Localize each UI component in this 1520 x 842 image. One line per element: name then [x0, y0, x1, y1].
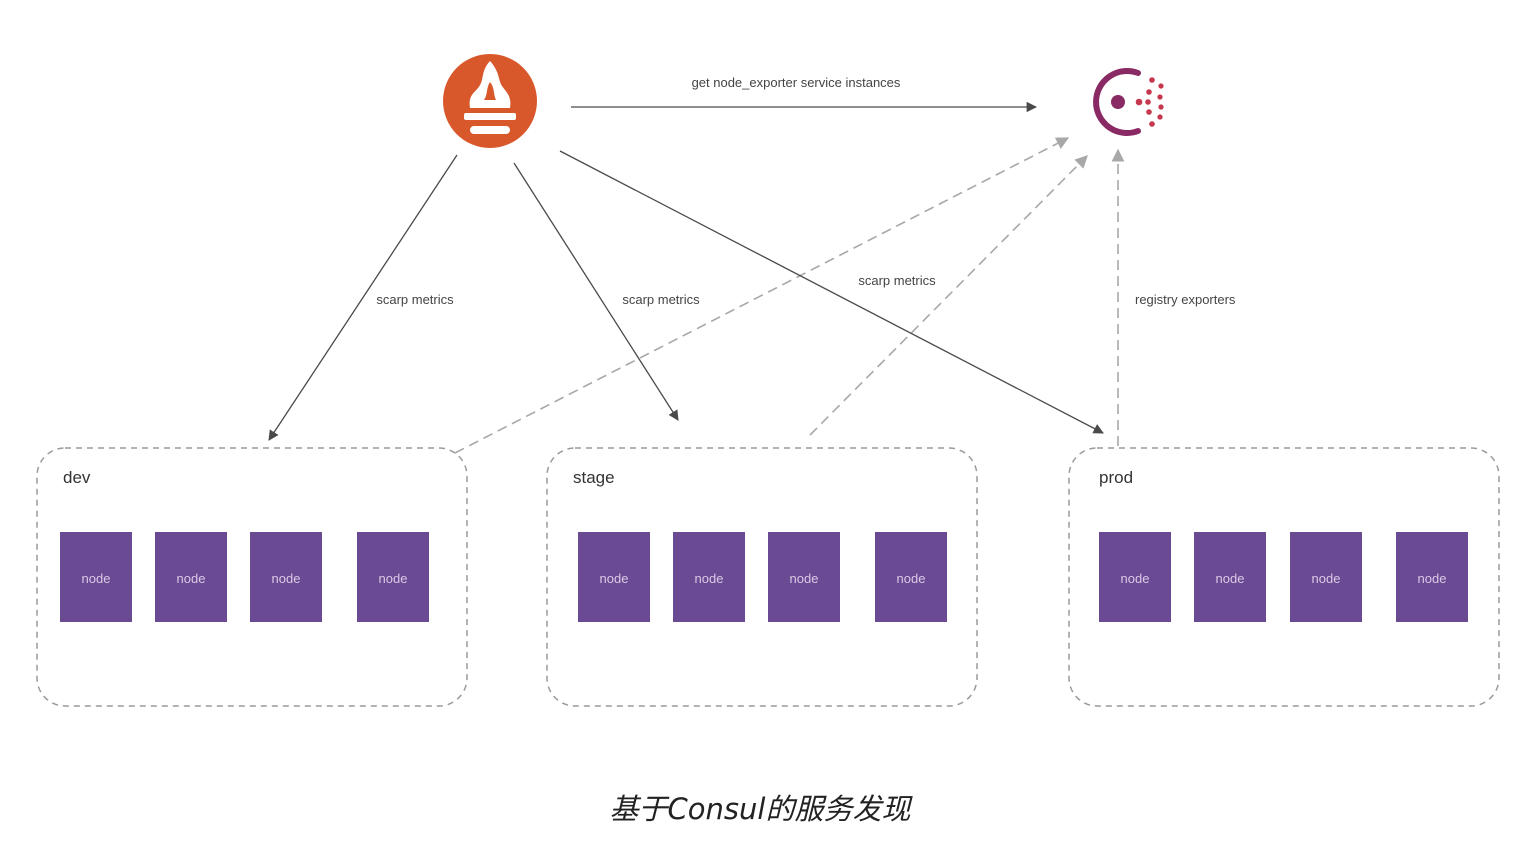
node-label: node	[1312, 571, 1341, 586]
node-box: node	[673, 532, 745, 622]
node-box: node	[578, 532, 650, 622]
node-box: node	[1099, 532, 1171, 622]
node-box: node	[60, 532, 132, 622]
node-box: node	[1396, 532, 1468, 622]
scrape-arrow-prod	[559, 150, 1104, 434]
node-label: node	[177, 571, 206, 586]
node-label: node	[695, 571, 724, 586]
scrape-arrow-dev	[268, 154, 458, 441]
edge-label-scrape-dev: scarp metrics	[376, 292, 454, 307]
node-label: node	[82, 571, 111, 586]
consul-service-discovery-diagram: dev node node node node stage node node …	[36, 54, 1500, 707]
registry-arrow-dev	[454, 137, 1070, 454]
node-label: node	[1418, 571, 1447, 586]
node-box: node	[1290, 532, 1362, 622]
env-label-stage: stage	[573, 468, 615, 487]
node-label: node	[379, 571, 408, 586]
env-box-stage: stage node node node node	[546, 447, 978, 707]
env-label-prod: prod	[1099, 468, 1133, 487]
node-label: node	[600, 571, 629, 586]
edge-label-registry: registry exporters	[1135, 292, 1236, 307]
node-label: node	[790, 571, 819, 586]
node-box: node	[155, 532, 227, 622]
prometheus-icon	[443, 54, 537, 148]
env-box-prod: prod node node node node	[1068, 447, 1500, 707]
node-label: node	[272, 571, 301, 586]
node-box: node	[768, 532, 840, 622]
node-box: node	[250, 532, 322, 622]
edge-label-get-instances: get node_exporter service instances	[692, 75, 901, 90]
node-label: node	[1121, 571, 1150, 586]
consul-icon	[1093, 68, 1164, 136]
env-label-dev: dev	[63, 468, 91, 487]
node-label: node	[897, 571, 926, 586]
env-box-dev: dev node node node node	[36, 447, 468, 707]
registry-arrow-stage	[809, 155, 1088, 436]
edge-label-scrape-prod: scarp metrics	[858, 273, 936, 288]
edge-label-scrape-stage: scarp metrics	[622, 292, 700, 307]
node-box: node	[875, 532, 947, 622]
node-box: node	[1194, 532, 1266, 622]
node-box: node	[357, 532, 429, 622]
scrape-arrow-stage	[513, 162, 679, 421]
node-label: node	[1216, 571, 1245, 586]
figure-caption: 基于Consul的服务发现	[609, 792, 911, 826]
